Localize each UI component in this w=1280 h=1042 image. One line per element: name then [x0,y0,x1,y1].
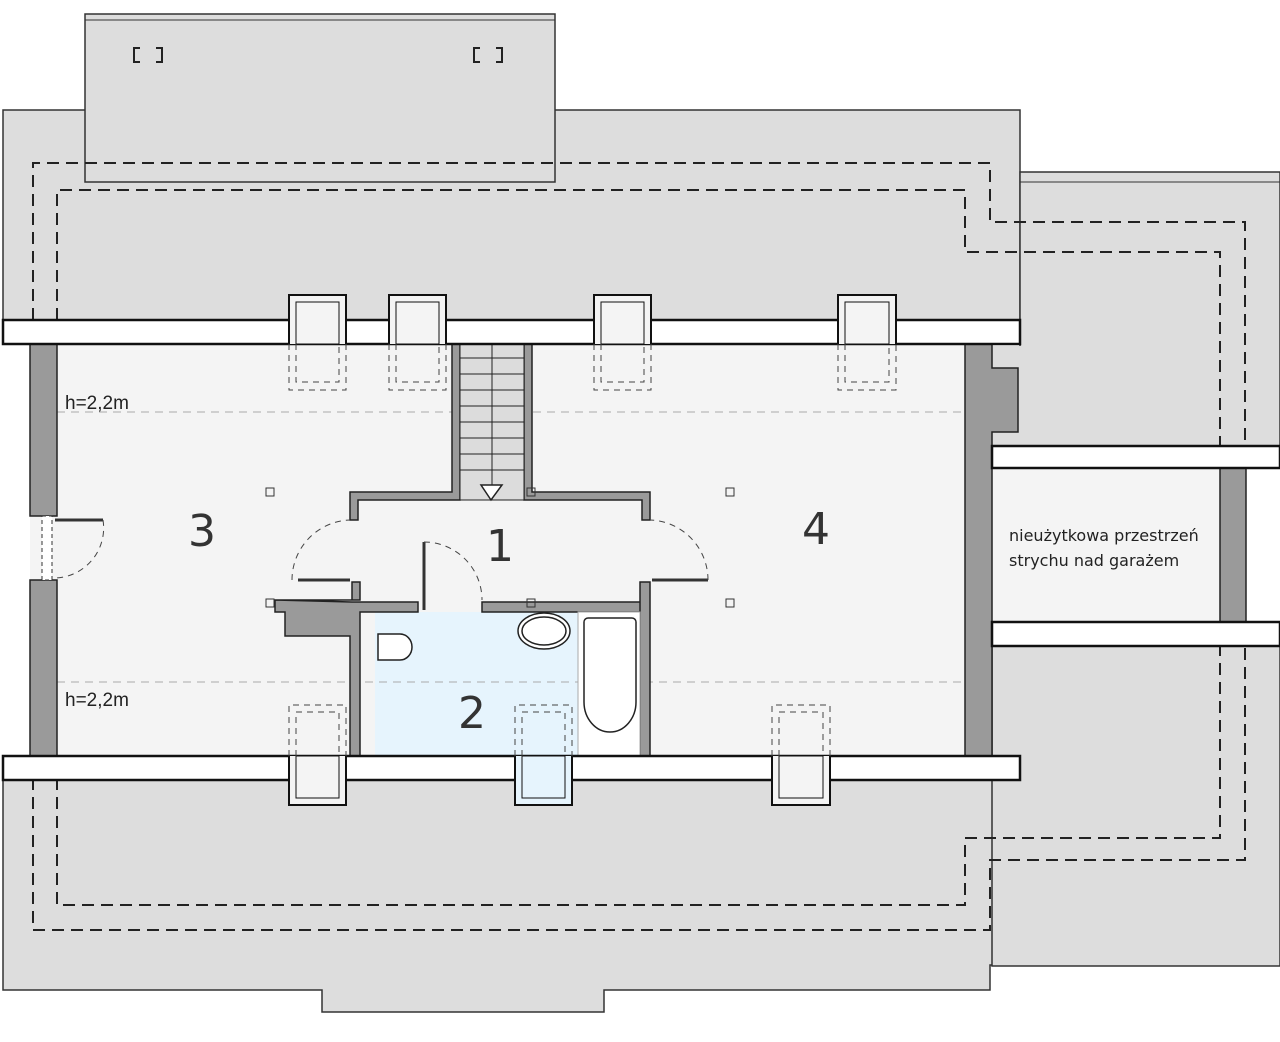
ceiling-height-label-top: h=2,2m [65,393,129,414]
doors [41,515,709,610]
room-number-4: 4 [802,504,830,555]
room-number-1: 1 [486,521,514,572]
room-number-3: 3 [188,506,216,557]
bottom-knee-wall [1,754,1022,782]
ceiling-height-label-bottom: h=2,2m [65,690,129,711]
garage-attic-space [992,468,1220,622]
stair-direction-arrow-icon [479,484,504,502]
roof-outline-dashed [32,162,1246,931]
garage-note-line1: nieużytkowa przestrzeń [1009,526,1199,545]
room-number-2: 2 [458,688,486,739]
ceiling-markers [265,487,735,608]
top-dormer-roof [84,13,556,183]
dormers-bottom [288,704,831,806]
vent-marks [133,47,503,63]
bathtub-icon [583,617,637,733]
bathroom-fixtures [377,611,641,757]
toilet-icon [377,633,413,661]
staircase [459,343,525,502]
garage-note-line2: strychu nad garażem [1009,551,1179,570]
dormers-top [288,294,897,391]
